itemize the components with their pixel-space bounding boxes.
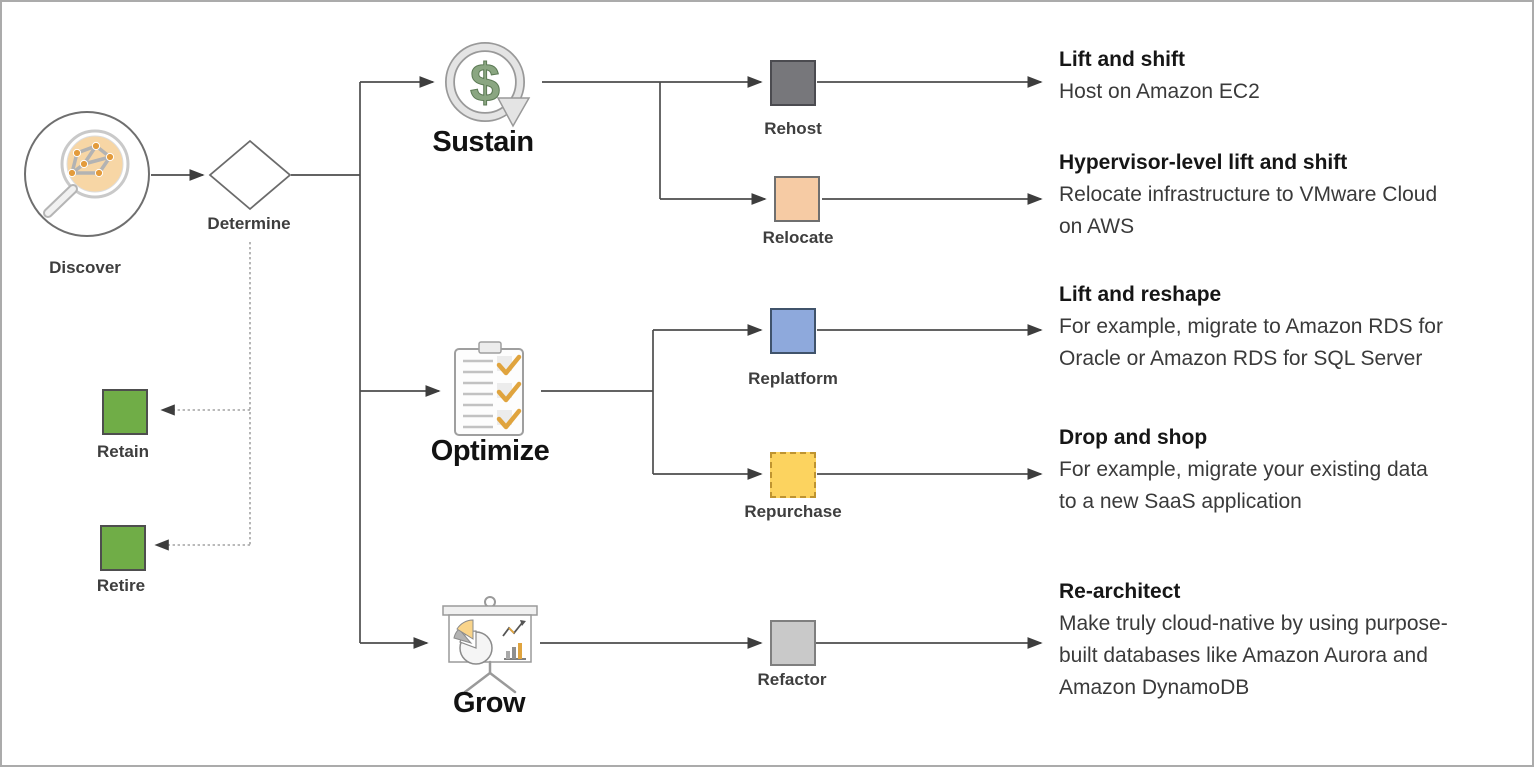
sustain-label: Sustain [432, 126, 534, 158]
relocate-outcome-desc: Relocate infrastructure to VMware Cloud … [1059, 183, 1438, 238]
discover-icon [24, 111, 150, 237]
discover-label: Discover [49, 258, 121, 277]
replatform-node [770, 308, 816, 354]
rehost-outcome-title: Lift and shift [1059, 48, 1185, 71]
replatform-outcome-title: Lift and reshape [1059, 283, 1222, 306]
rehost-outcome: Lift and shift Host on Amazon EC2 [1059, 44, 1499, 108]
repurchase-outcome-title: Drop and shop [1059, 426, 1208, 449]
refactor-outcome: Re-architect Make truly cloud-native by … [1059, 576, 1464, 704]
refactor-label: Refactor [757, 670, 827, 689]
grow-label: Grow [452, 687, 526, 719]
replatform-outcome: Lift and reshape For example, migrate to… [1059, 279, 1489, 375]
determine-diamond [208, 139, 292, 211]
dotted-connectors [154, 242, 251, 551]
retire-node [100, 525, 146, 571]
relocate-outcome: Hypervisor-level lift and shift Relocate… [1059, 147, 1444, 243]
relocate-node [774, 176, 820, 222]
retain-label: Retain [97, 442, 149, 461]
repurchase-node [770, 452, 816, 498]
replatform-outcome-desc: For example, migrate to Amazon RDS for O… [1059, 315, 1443, 370]
grow-icon [442, 596, 538, 694]
retire-label: Retire [96, 576, 146, 595]
retain-node [102, 389, 148, 435]
sustain-icon: $ [445, 42, 531, 128]
optimize-icon [454, 341, 524, 436]
rehost-outcome-desc: Host on Amazon EC2 [1059, 80, 1260, 103]
refactor-outcome-title: Re-architect [1059, 580, 1181, 603]
refactor-node [770, 620, 816, 666]
repurchase-outcome-desc: For example, migrate your existing data … [1059, 458, 1428, 513]
repurchase-label: Repurchase [744, 502, 842, 521]
repurchase-outcome: Drop and shop For example, migrate your … [1059, 422, 1444, 518]
dollar-glyph: $ [470, 53, 500, 113]
relocate-label: Relocate [762, 228, 834, 247]
optimize-label: Optimize [430, 435, 550, 467]
solid-connectors [151, 76, 1043, 649]
relocate-outcome-title: Hypervisor-level lift and shift [1059, 151, 1348, 174]
determine-label: Determine [207, 214, 291, 233]
replatform-label: Replatform [748, 369, 838, 388]
rehost-node [770, 60, 816, 106]
rehost-label: Rehost [764, 119, 822, 138]
refactor-outcome-desc: Make truly cloud-native by using purpose… [1059, 612, 1448, 699]
